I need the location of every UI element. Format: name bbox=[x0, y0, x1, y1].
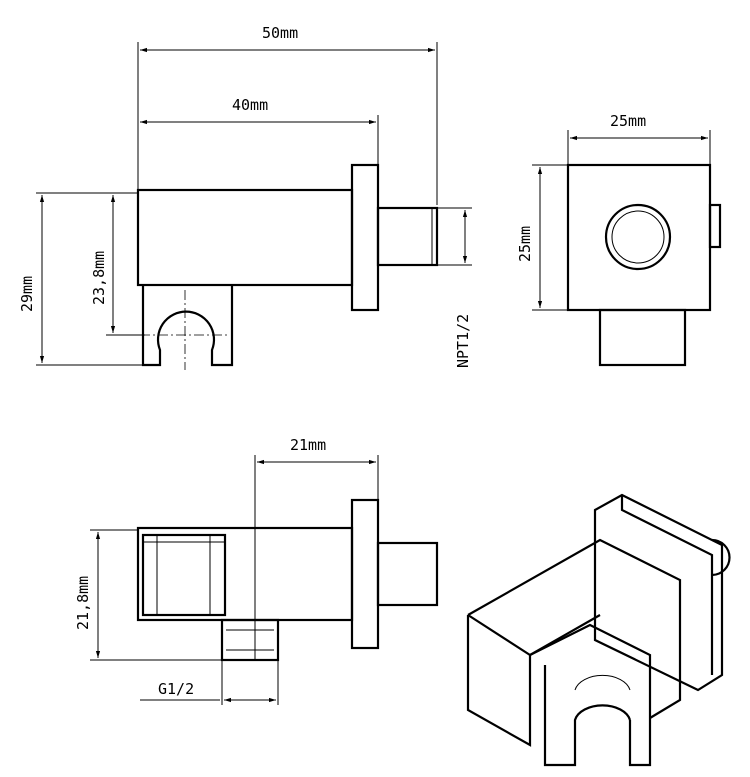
dim-outlet-thread: NPT1/2 bbox=[454, 314, 472, 368]
dim-body-length: 40mm bbox=[232, 96, 268, 114]
dim-offset: 21mm bbox=[290, 436, 326, 454]
dim-front-height: 25mm bbox=[516, 226, 534, 262]
outlet-pipe bbox=[376, 206, 439, 267]
bottom-stub bbox=[598, 308, 687, 367]
dim-front-width: 25mm bbox=[610, 112, 646, 130]
dim-inlet-thread: G1/2 bbox=[158, 680, 194, 698]
dim-overall-length: 50mm bbox=[262, 24, 298, 42]
holder bbox=[141, 285, 234, 367]
bottom-view: 21mm 21,8mm G1/2 bbox=[74, 436, 439, 705]
body bbox=[136, 188, 354, 287]
front-view: 25mm 25mm bbox=[516, 112, 722, 367]
isometric-view bbox=[466, 493, 731, 767]
dim-overall-height: 29mm bbox=[18, 276, 36, 312]
square-body bbox=[566, 163, 712, 312]
outlet-circle bbox=[604, 203, 672, 271]
side-view: 50mm 40mm 29mm 23,8mm NPT1/2 bbox=[18, 24, 472, 370]
dim-center-height: 23,8mm bbox=[90, 251, 108, 305]
outlet-pipe bbox=[376, 541, 439, 607]
dim-bottom-height: 21,8mm bbox=[74, 576, 92, 630]
flange bbox=[350, 163, 380, 312]
inlet-fitting bbox=[220, 618, 280, 662]
flange bbox=[350, 498, 380, 650]
